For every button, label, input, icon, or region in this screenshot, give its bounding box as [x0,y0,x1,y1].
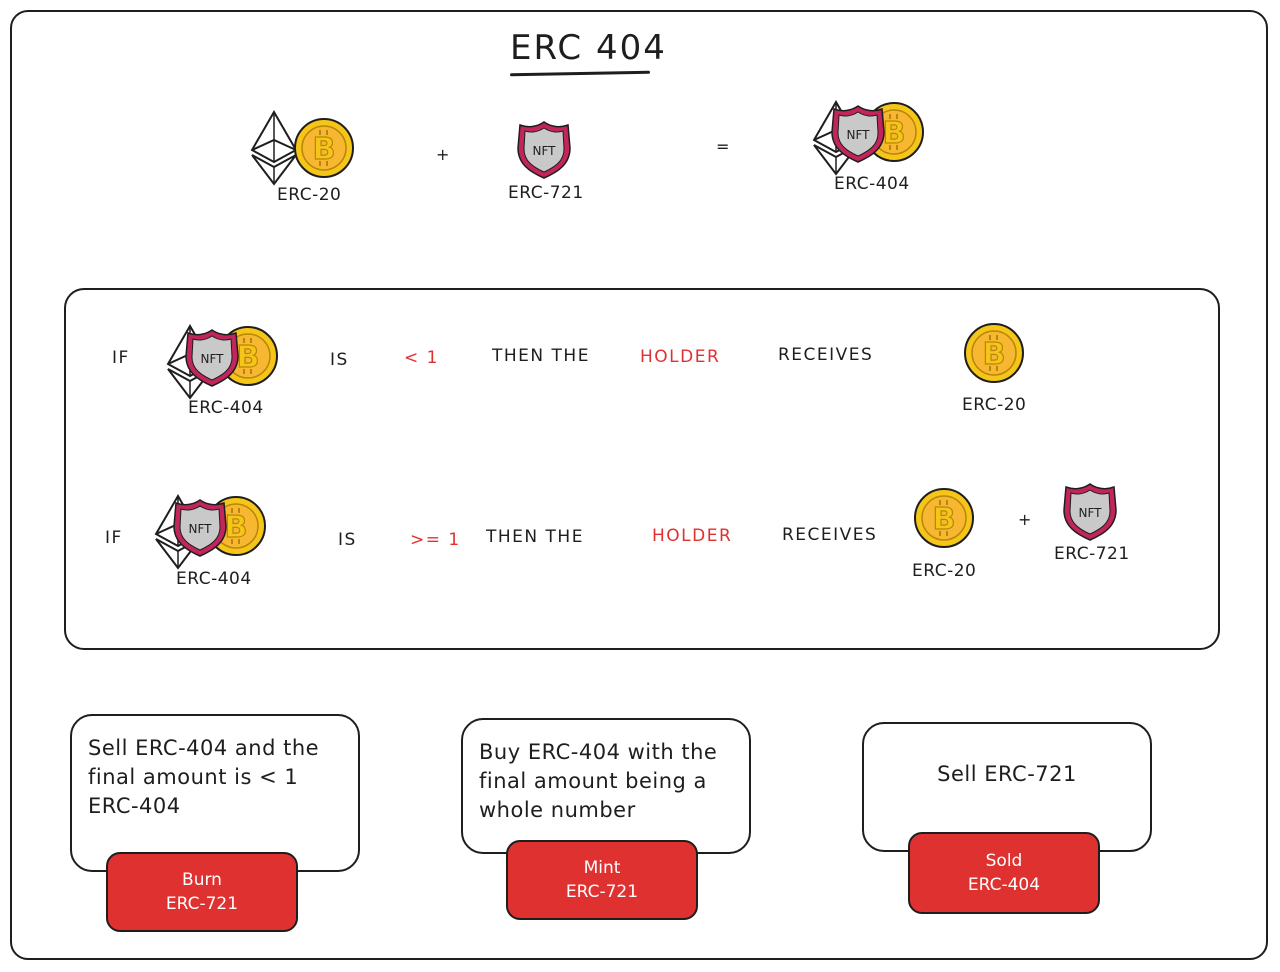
svg-text:NFT: NFT [533,144,557,158]
rule1-then: THEN THE [492,346,590,366]
rule2-condition: >= 1 [410,530,461,550]
rule1-token-label: ERC-404 [188,398,264,418]
rule2-plus: + [1018,510,1032,529]
card-burn-text: Sell ERC-404 and the final amount is < 1… [88,736,320,818]
rule2-nft-icon: NFT [1063,483,1117,541]
canvas-frame [10,10,1268,960]
equation-plus: + [436,145,450,164]
rule2-token-label: ERC-404 [176,569,252,589]
rule2-holder: HOLDER [652,526,733,546]
rule2-receive-label-2: ERC-721 [1054,544,1130,564]
equation-equals: = [716,137,730,156]
svg-text:NFT: NFT [847,128,871,142]
rule2-receive-label-1: ERC-20 [912,561,977,581]
page-title: ERC 404 [510,28,667,68]
svg-text:NFT: NFT [1079,506,1103,520]
rule2-is: IS [338,530,357,550]
svg-text:NFT: NFT [201,352,225,366]
mint-erc721-button[interactable]: Mint ERC-721 [506,840,698,920]
rule1-erc404-icon: NFT [167,325,278,399]
burn-erc721-button[interactable]: Burn ERC-721 [106,852,298,932]
rule2-receives: RECEIVES [782,525,878,545]
rule1-receives: RECEIVES [778,345,874,365]
rule1-is: IS [330,350,349,370]
card-sold-text: Sell ERC-721 [937,762,1077,786]
svg-text:NFT: NFT [189,522,213,536]
rule2-coin-icon [914,488,974,548]
rule1-holder: HOLDER [640,347,721,367]
rule2-if: IF [105,528,123,548]
rule2-erc404-icon: NFT [155,495,266,569]
sold-erc404-button[interactable]: Sold ERC-404 [908,832,1100,914]
erc404-icon: NFT [813,101,924,175]
rule1-receive-label: ERC-20 [962,395,1027,415]
rules-box [64,288,1220,650]
rule2-then: THEN THE [486,527,584,547]
card-sold: Sell ERC-721 [862,722,1152,852]
erc20-icon [251,111,354,185]
rule1-coin-icon [964,323,1024,383]
card-mint: Buy ERC-404 with the final amount being … [461,718,751,854]
rule1-if: IF [112,348,130,368]
card-burn: Sell ERC-404 and the final amount is < 1… [70,714,360,872]
card-mint-text: Buy ERC-404 with the final amount being … [479,740,718,822]
equation-erc20-label: ERC-20 [277,185,342,205]
equation-erc721-label: ERC-721 [508,183,584,203]
nft-icon: NFT [517,121,571,179]
rule1-condition: < 1 [404,348,439,368]
equation-erc404-label: ERC-404 [834,174,910,194]
